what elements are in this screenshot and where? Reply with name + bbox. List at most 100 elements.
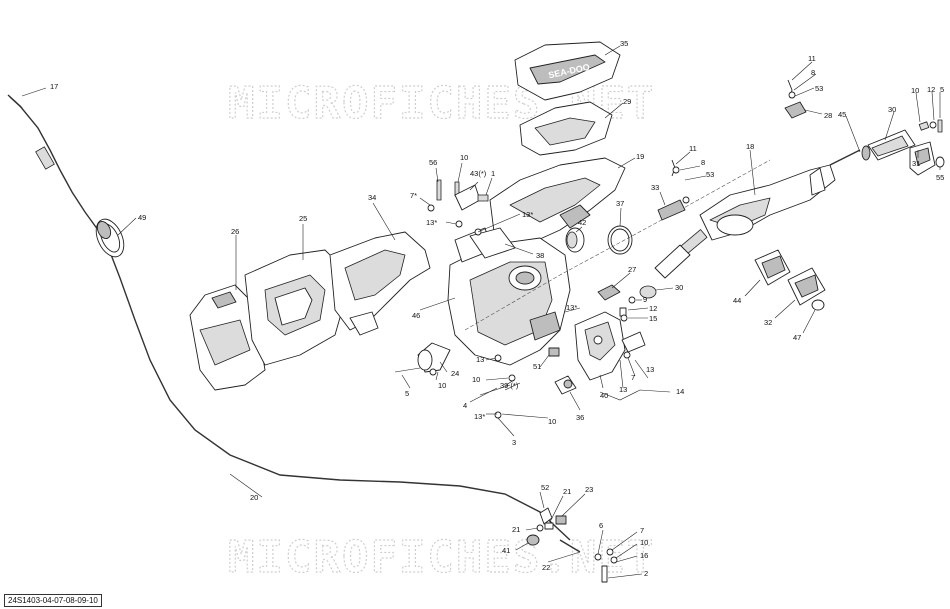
clip-27 [597, 284, 621, 301]
fastener-33 [657, 159, 690, 221]
callout-2: 2 [644, 569, 648, 578]
cluster-25 [244, 249, 346, 366]
callout-53a: 53 [706, 170, 714, 179]
callout-4: 4 [463, 401, 467, 410]
callout-19: 19 [636, 152, 644, 161]
callout-29: 29 [623, 97, 631, 106]
cable-end-parts [526, 507, 618, 583]
callout-17: 17 [50, 82, 58, 91]
callout-46: 46 [412, 311, 420, 320]
grip-30 [861, 129, 916, 161]
upper-cover-19 [489, 157, 626, 249]
callout-14: 14 [676, 387, 684, 396]
ring-37 [607, 225, 633, 255]
callout-53b: 53 [815, 84, 823, 93]
callout-51: 51 [533, 362, 541, 371]
handlebar-18 [699, 149, 861, 241]
callout-labels: 17 49 20 26 25 34 46 5 10 24 7* 56 10 43… [50, 39, 944, 578]
callout-9: 9 [643, 295, 647, 304]
callout-52: 52 [541, 483, 549, 492]
callout-35: 35 [620, 39, 628, 48]
callout-13f: 13 [619, 385, 627, 394]
callout-12b: 12 [927, 85, 935, 94]
callout-8b: 8 [811, 68, 815, 77]
callout-10b: 10 [460, 153, 468, 162]
callout-41: 41 [502, 546, 510, 555]
callout-13b: 13* [522, 210, 533, 219]
callout-3: 3 [512, 438, 516, 447]
watermark-bottom: MICROFICHES.NET [228, 532, 655, 583]
callout-20: 20 [250, 493, 258, 502]
throttle-44 [754, 249, 791, 286]
callout-18: 18 [746, 142, 754, 151]
fastener-24 [394, 342, 451, 376]
callout-5: 5 [405, 389, 409, 398]
callout-6: 6 [599, 521, 603, 530]
callout-36: 36 [576, 413, 584, 422]
callout-28: 28 [824, 111, 832, 120]
callout-10a: 10 [438, 381, 446, 390]
callout-33: 33 [651, 183, 659, 192]
lever-31 [909, 141, 936, 176]
throttle-cable [7, 94, 571, 541]
cable-coil-49 [95, 218, 125, 258]
cover-35: SEA-DOO [514, 41, 621, 101]
callout-40: 40 [600, 391, 608, 400]
reference-code: 24S1403-04-07-08-09-10 [4, 594, 102, 607]
callout-43: 43(*) [470, 169, 487, 178]
callout-16: 16 [640, 551, 648, 560]
callout-5b: 5 [940, 85, 944, 94]
callout-55: 55 [936, 173, 944, 182]
callout-39: 39 (*) [500, 381, 519, 390]
callout-30b: 30 [888, 105, 896, 114]
cap-47 [811, 299, 825, 311]
callout-7a: 7 [631, 373, 635, 382]
callout-27: 27 [628, 265, 636, 274]
callout-11b: 11 [808, 54, 816, 63]
callout-30a: 30 [675, 283, 683, 292]
callout-45: 45 [838, 110, 846, 119]
small-parts-bottom [479, 347, 577, 419]
steering-shaft [464, 159, 771, 331]
callout-44: 44 [733, 296, 741, 305]
callout-21b: 21 [512, 525, 520, 534]
callout-42: 42 [578, 218, 586, 227]
callout-47: 47 [793, 333, 801, 342]
console-34 [329, 231, 431, 336]
callout-34: 34 [368, 193, 376, 202]
callout-13a: 13* [426, 218, 437, 227]
callout-12a: 12 [649, 304, 657, 313]
ring-42 [565, 227, 585, 253]
leader-lines [21, 45, 941, 579]
callout-56: 56 [429, 158, 437, 167]
callout-10f: 10 [640, 538, 648, 547]
callout-25: 25 [299, 214, 307, 223]
callout-13c: 13* [566, 303, 577, 312]
fastener-28 [784, 79, 807, 119]
callout-21a: 21 [563, 487, 571, 496]
callout-22: 22 [542, 563, 550, 572]
callout-10c: 10 [472, 375, 480, 384]
end-parts-right [918, 119, 943, 133]
callout-11a: 11 [689, 144, 697, 153]
callout-13g: 13 [646, 365, 654, 374]
housing-26 [189, 284, 266, 391]
callout-8a: 8 [701, 158, 705, 167]
callout-13d: 13 [476, 355, 484, 364]
small-parts-right [619, 296, 646, 359]
callout-13e: 13* [474, 412, 485, 421]
throttle-32 [787, 267, 826, 306]
bracket-40 [574, 311, 626, 381]
callout-7s: 7* [410, 191, 417, 200]
cover-29 [519, 101, 613, 156]
callout-10d: 10 [548, 417, 556, 426]
callout-7b: 7 [640, 526, 644, 535]
callout-15: 15 [649, 314, 657, 323]
callout-31: 31 [912, 159, 920, 168]
cap-55 [935, 156, 945, 168]
callout-32: 32 [764, 318, 772, 327]
callout-37: 37 [616, 199, 624, 208]
callout-49: 49 [138, 213, 146, 222]
callout-26: 26 [231, 227, 239, 236]
